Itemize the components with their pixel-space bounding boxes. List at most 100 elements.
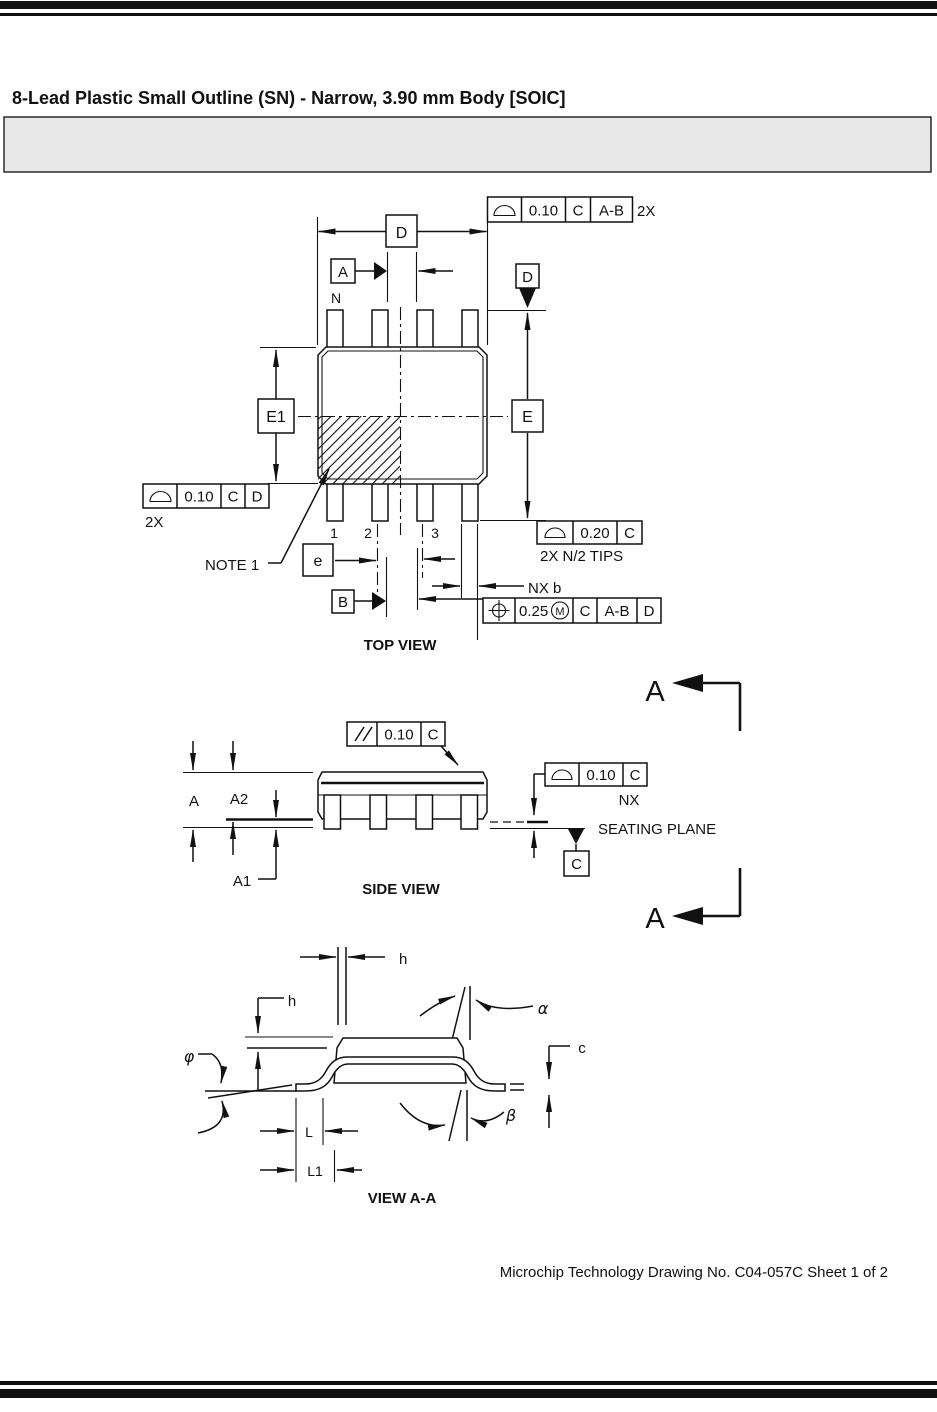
fcf-left-suffix: 2X <box>145 514 163 531</box>
fcf-par-tol: 0.10 <box>384 727 413 744</box>
dim-A-A1-A2: A A2 A1 <box>183 741 313 890</box>
pin1-number: 1 <box>330 525 338 541</box>
dim-D: D <box>316 214 489 345</box>
header-rules <box>0 1 937 16</box>
datum-A: A <box>330 252 453 302</box>
parallelism-symbol-icon <box>354 726 373 742</box>
datum-B: B <box>331 557 388 617</box>
package-body <box>317 346 488 485</box>
fcf-pos-tol: 0.25 <box>519 603 548 620</box>
dim-E1-label: E1 <box>266 409 286 426</box>
fcf-par-datum1: C <box>428 727 439 744</box>
pin-count-label: N <box>331 290 341 306</box>
dim-h-left-label: h <box>288 993 296 1010</box>
fcf-seating: 0.10 C NX <box>533 762 648 809</box>
fcf-left: 0.10 C D 2X <box>142 483 270 531</box>
dim-E: E <box>480 312 546 522</box>
fcf-seat-datum1: C <box>630 767 641 784</box>
datum-D: D <box>487 263 546 312</box>
dim-b: NX b <box>416 524 561 640</box>
section-arrow-top: A <box>645 674 742 731</box>
fcf-tips-datum1: C <box>624 525 635 542</box>
datum-A-triangle-icon <box>374 262 387 280</box>
dim-h-top: h <box>300 947 407 1025</box>
datum-C-label: C <box>571 856 582 873</box>
note1-label: NOTE 1 <box>205 557 259 574</box>
package-body-side <box>317 771 488 830</box>
datum-D-label: D <box>522 269 533 286</box>
beta-label: β <box>505 1106 516 1125</box>
fcf-left-datum2: D <box>252 489 263 506</box>
dim-L: L <box>260 1098 358 1182</box>
fcf-top-tol: 0.10 <box>529 203 558 220</box>
section-label-bottom: A <box>645 903 665 935</box>
phi-label: φ <box>184 1047 195 1066</box>
section-label-top: A <box>645 676 665 708</box>
position-symbol-icon <box>488 600 510 621</box>
fcf-position: 0.25 M C A-B D <box>482 597 662 624</box>
side-view: A A 0.10 C <box>183 674 742 935</box>
view-aa: h h α c <box>184 947 586 1207</box>
gull-wing-lead <box>295 1056 506 1092</box>
dim-h-left: h <box>245 993 333 1090</box>
pin2-number: 2 <box>364 525 372 541</box>
fcf-top-datum1: C <box>573 203 584 220</box>
dim-L-label: L <box>305 1124 313 1140</box>
pin3-number: 3 <box>431 525 439 541</box>
mmc-modifier-icon <box>550 601 570 620</box>
lead-stub <box>369 794 388 830</box>
fcf-top: 0.10 C A-B 2X <box>486 196 655 223</box>
view-aa-caption: VIEW A-A <box>368 1190 437 1207</box>
seating-plane-zone <box>490 798 585 858</box>
dim-A1-label: A1 <box>233 873 251 890</box>
pin1-index-hatch <box>318 416 400 484</box>
fcf-tips-tol: 0.20 <box>580 525 609 542</box>
dim-L1-label: L1 <box>307 1163 323 1179</box>
dim-c-label: c <box>578 1040 586 1057</box>
lead-stub <box>415 794 434 830</box>
lead-stub <box>460 794 479 830</box>
dim-D-label: D <box>396 225 408 242</box>
fcf-left-tol: 0.10 <box>184 489 213 506</box>
fcf-top-datum2: A-B <box>599 203 624 220</box>
section-arrowhead-icon <box>672 674 703 692</box>
datum-C: C <box>563 829 590 877</box>
dim-A2-label: A2 <box>230 791 248 808</box>
fcf-left-datum1: C <box>228 489 239 506</box>
package-body-section <box>295 1037 506 1092</box>
fcf-seat-suffix: NX <box>619 792 640 809</box>
datum-B-triangle-icon <box>372 592 386 610</box>
fcf-pos-datum3: D <box>644 603 655 620</box>
alpha-label: α <box>538 999 549 1018</box>
dim-e: e <box>302 543 455 577</box>
notice-box <box>3 116 932 173</box>
page-title: 8-Lead Plastic Small Outline (SN) - Narr… <box>12 88 565 108</box>
section-arrow-bottom: A <box>645 868 742 935</box>
profile-surface-icon <box>493 205 516 217</box>
profile-surface-icon <box>544 527 566 539</box>
dim-A-label: A <box>189 793 199 810</box>
dim-beta: β <box>399 1089 516 1142</box>
package-pins <box>326 309 479 522</box>
datum-D-triangle-icon <box>519 288 536 308</box>
fcf-pos-modifier: M <box>555 606 564 618</box>
fcf-seat-tol: 0.10 <box>586 767 615 784</box>
profile-surface-icon <box>149 491 172 503</box>
dim-b-label: NX b <box>528 580 561 597</box>
fcf-pos-datum1: C <box>580 603 591 620</box>
section-arrowhead-icon <box>672 907 703 925</box>
side-view-caption: SIDE VIEW <box>362 881 440 898</box>
dim-h-top-label: h <box>399 951 407 968</box>
dim-E-label: E <box>522 409 533 426</box>
lead-stub <box>323 794 342 830</box>
fcf-parallelism: 0.10 C <box>346 721 459 766</box>
top-view: D A N 0.10 C A-B 2X <box>142 196 662 654</box>
centerlines <box>298 307 508 597</box>
top-view-caption: TOP VIEW <box>364 637 438 654</box>
note1-callout: NOTE 1 <box>205 468 330 574</box>
datum-A-label: A <box>338 264 348 281</box>
fcf-pos-datum2: A-B <box>604 603 629 620</box>
dim-L1: L1 <box>260 1150 362 1182</box>
